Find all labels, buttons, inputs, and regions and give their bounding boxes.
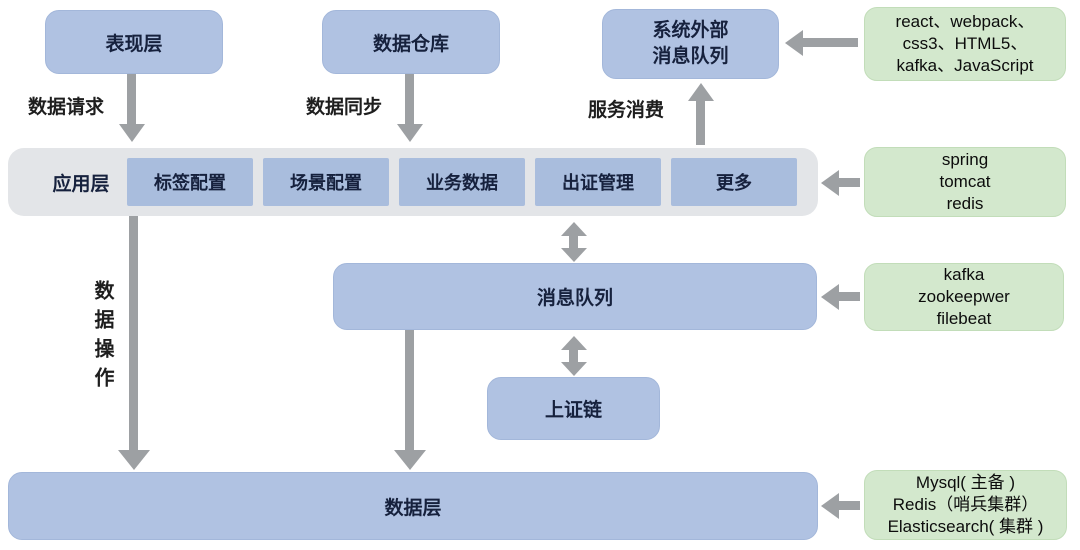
- module-scene-config: 场景配置: [263, 158, 389, 206]
- application-layer-label: 应用层: [52, 173, 110, 195]
- tech-app-line1: spring: [941, 149, 989, 169]
- node-data-warehouse: 数据仓库: [322, 10, 500, 74]
- arrow-frontend-stack: [803, 38, 858, 47]
- label-data-operation: 数据操作: [91, 280, 113, 396]
- node-message-queue: 消息队列: [333, 263, 817, 330]
- arrow-service-consume: [696, 101, 705, 145]
- tech-db-line2: Redis（哨兵集群）: [892, 494, 1039, 514]
- external-mq-line2: 消息队列: [652, 46, 729, 67]
- tech-frontend-line1: react、webpack、: [895, 11, 1035, 31]
- module-cert-management: 出证管理: [535, 158, 661, 206]
- label-service-consume: 服务消费: [588, 100, 665, 121]
- tech-stack-mq: kafka zookeepwer filebeat: [864, 263, 1064, 331]
- tech-frontend-line2: css3、HTML5、: [902, 33, 1028, 53]
- external-mq-line1: 系统外部: [652, 20, 729, 42]
- tech-mq-line2: zookeepwer: [918, 286, 1010, 306]
- tech-stack-frontend: react、webpack、 css3、HTML5、 kafka、JavaScr…: [864, 7, 1066, 81]
- tech-app-line2: tomcat: [939, 171, 991, 191]
- tech-frontend-line3: kafka、JavaScript: [896, 56, 1034, 76]
- arrow-data-request: [127, 74, 136, 124]
- arrow-mq-stack: [839, 292, 860, 301]
- arrow-mq-chain-bidirectional: [569, 350, 578, 362]
- node-data-layer: 数据层: [8, 472, 818, 540]
- arrow-app-stack: [839, 178, 860, 187]
- arrow-data-sync: [405, 74, 414, 124]
- module-tag-config: 标签配置: [127, 158, 253, 206]
- label-data-sync: 数据同步: [306, 97, 383, 118]
- module-business-data: 业务数据: [399, 158, 525, 206]
- tech-mq-line3: filebeat: [936, 309, 992, 329]
- tech-db-line3: Elasticsearch( 集群 ): [887, 517, 1044, 537]
- tech-app-line3: redis: [946, 194, 984, 214]
- arrow-mq-to-datalayer: [405, 330, 414, 450]
- node-external-message-queue: 系统外部 消息队列: [602, 9, 779, 79]
- arrow-app-mq-bidirectional: [569, 236, 578, 248]
- tech-stack-app: spring tomcat redis: [864, 147, 1066, 217]
- tech-db-line1: Mysql( 主备 ): [915, 472, 1016, 492]
- node-presentation-layer: 表现层: [45, 10, 223, 74]
- node-cert-chain: 上证链: [487, 377, 660, 440]
- module-more: 更多: [671, 158, 797, 206]
- tech-mq-line1: kafka: [943, 264, 985, 284]
- tech-stack-db: Mysql( 主备 ) Redis（哨兵集群） Elasticsearch( 集…: [864, 470, 1067, 540]
- application-layer-container: 应用层 标签配置 场景配置 业务数据 出证管理 更多: [8, 148, 818, 216]
- label-data-request: 数据请求: [28, 97, 105, 118]
- arrow-db-stack: [839, 501, 860, 510]
- arrow-data-operation: [129, 216, 138, 450]
